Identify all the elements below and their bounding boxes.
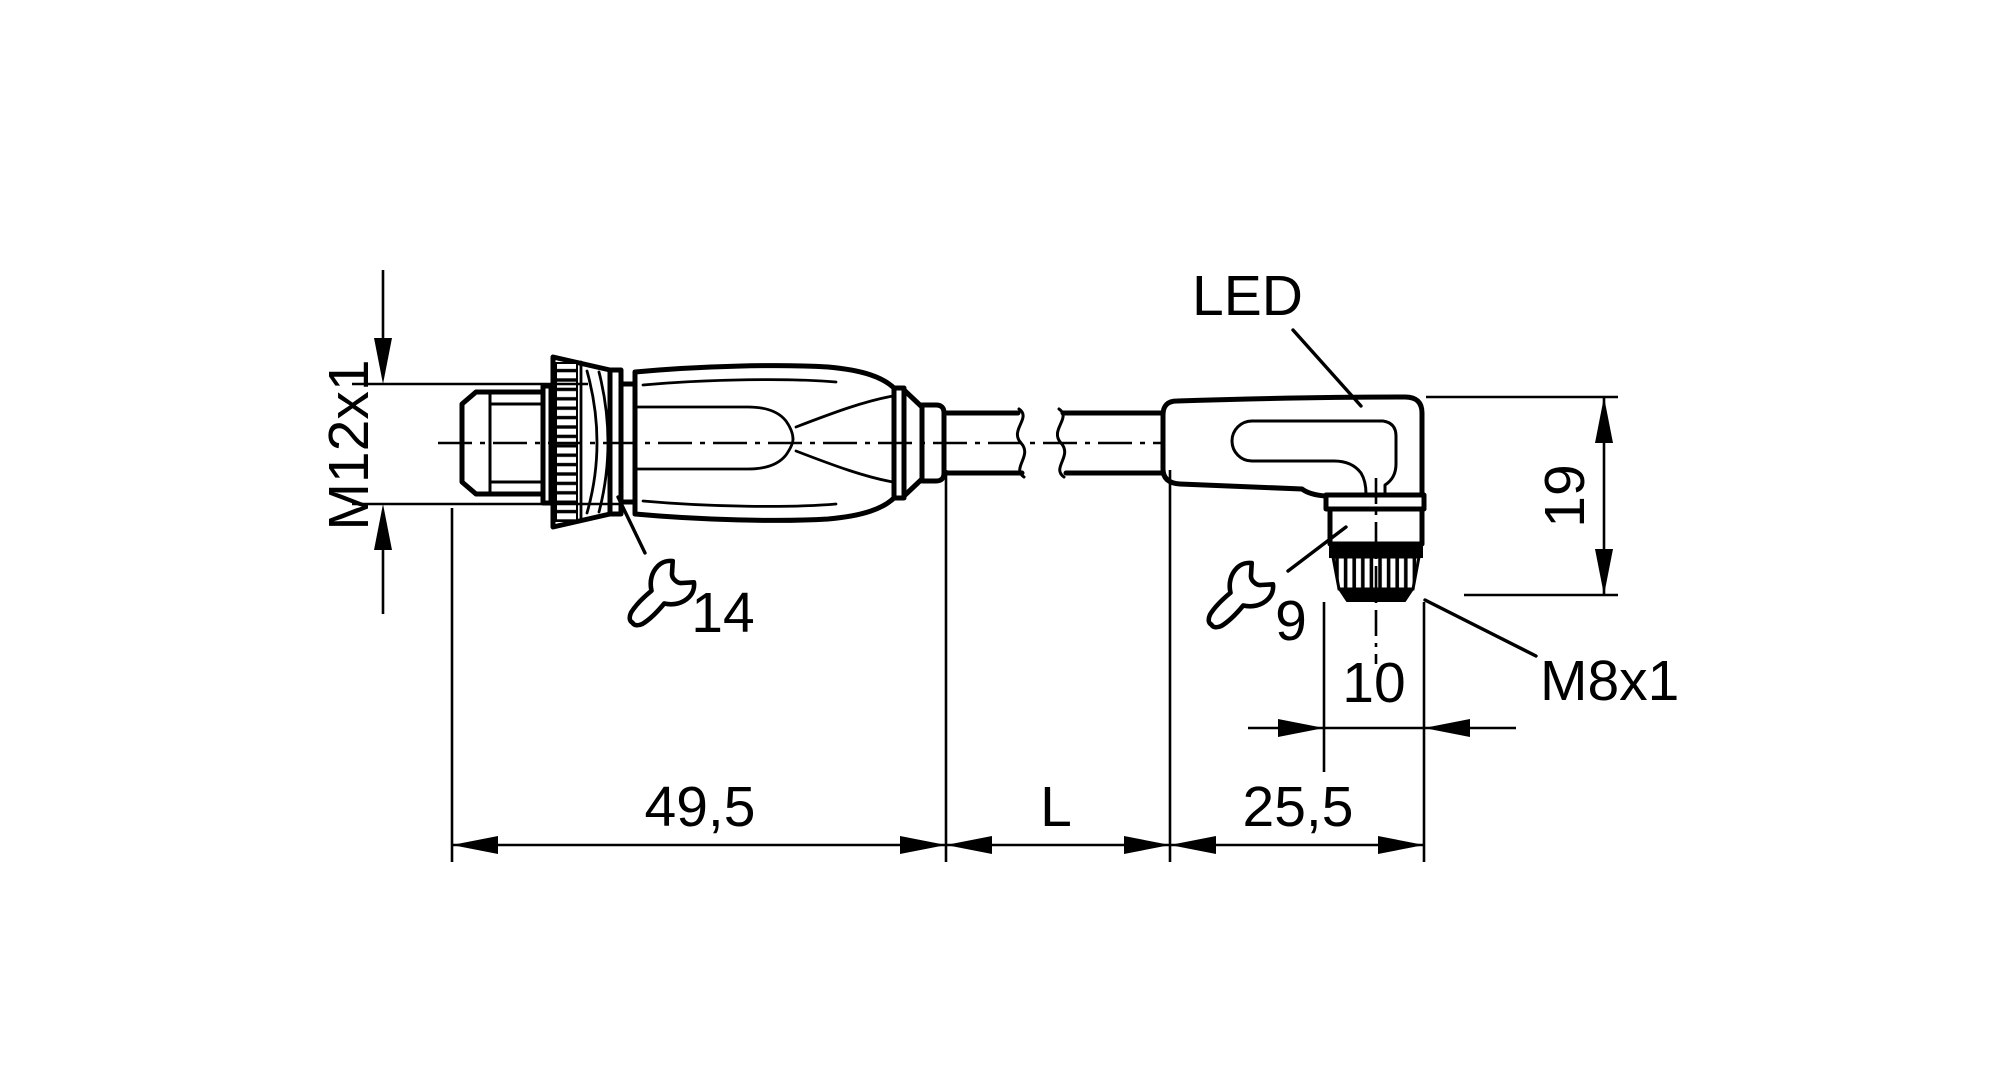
- label-wrench-size-9: 9: [1275, 589, 1307, 653]
- dim-right-connector-height: 19: [1533, 464, 1597, 527]
- arrowhead: [1595, 549, 1613, 595]
- arrowhead: [374, 338, 392, 384]
- wrench-14-leader-line: [616, 495, 647, 555]
- wrench-9-leader-line: [1286, 525, 1348, 573]
- label-m8-thread: M8x1: [1540, 649, 1679, 713]
- m8-nut-cap: [1337, 588, 1415, 602]
- dimension-m12-thread: M12x1: [317, 270, 622, 614]
- dim-right-connector-length: 25,5: [1243, 775, 1354, 839]
- led-leader-line: [1291, 328, 1363, 408]
- wrench-icon: [1206, 560, 1276, 630]
- dimension-bottom-row: 49,5 L 25,5: [450, 470, 1426, 862]
- label-m12-thread: M12x1: [317, 359, 381, 530]
- arrowhead: [1424, 719, 1470, 737]
- m8-body-inner-contour: [1250, 419, 1398, 496]
- arrowhead: [1170, 836, 1216, 854]
- right-connector-m8: [1160, 394, 1427, 664]
- arrowhead: [374, 504, 392, 550]
- m12-washer: [540, 383, 554, 506]
- arrowhead: [452, 836, 498, 854]
- arrowhead: [1595, 397, 1613, 443]
- dim-right-nut-width: 10: [1342, 651, 1405, 715]
- cable: [438, 407, 1233, 479]
- m8-thread-leader-line: [1423, 598, 1538, 658]
- arrowhead: [900, 836, 946, 854]
- arrowhead: [946, 836, 992, 854]
- dim-left-connector-length: 49,5: [645, 775, 756, 839]
- label-led: LED: [1192, 264, 1303, 328]
- label-wrench-size-14: 14: [691, 581, 754, 645]
- arrowhead: [1278, 719, 1324, 737]
- dim-cable-length: L: [1040, 775, 1072, 839]
- dimension-nut-width: 10: [1248, 602, 1516, 772]
- dimension-right-height: 19: [1426, 395, 1618, 597]
- wrench-icon: [627, 558, 697, 628]
- m8-body: [1160, 394, 1425, 499]
- arrowhead: [1124, 836, 1170, 854]
- callouts: LED M8x1 14 9: [616, 264, 1679, 713]
- arrowhead: [1378, 836, 1424, 854]
